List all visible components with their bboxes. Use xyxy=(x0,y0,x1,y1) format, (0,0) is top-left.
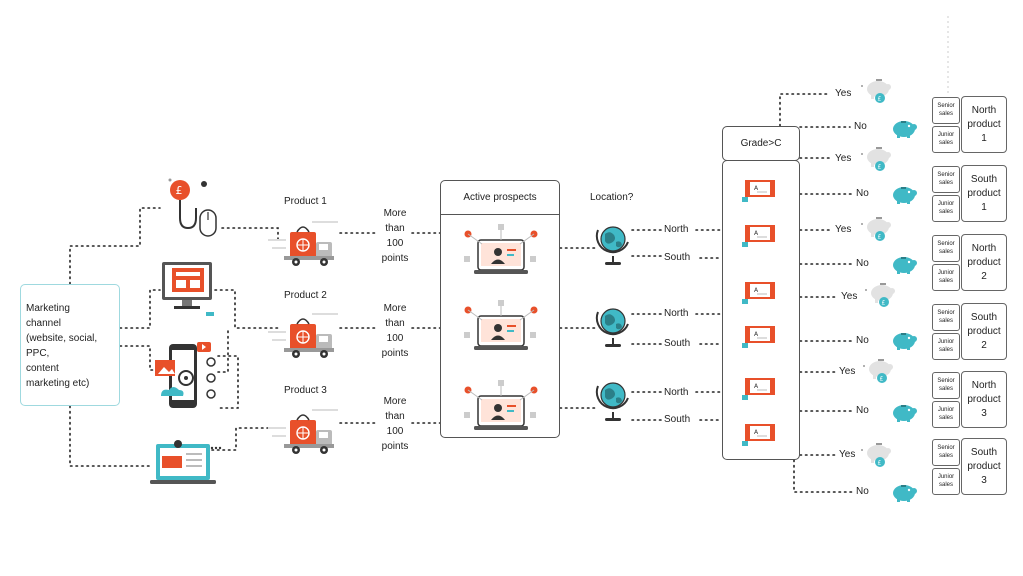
decision-yes: Yes xyxy=(839,366,856,377)
product-1-label: Product 1 xyxy=(284,196,327,207)
region-south-3: South xyxy=(664,414,691,425)
piggy-bank-yes-6-icon xyxy=(861,443,891,467)
piggy-bank-yes-1-icon xyxy=(861,79,891,103)
marketing-channel-line: marketing etc) xyxy=(26,378,90,389)
product-1-criteria: More than 100 points xyxy=(375,206,415,266)
svg-text:£: £ xyxy=(176,184,183,197)
active-prospects-column: Active prospects xyxy=(440,180,560,438)
criteria-word: than xyxy=(385,411,405,422)
region-south-1: South xyxy=(664,252,691,263)
piggy-bank-no-4-icon xyxy=(893,333,917,350)
criteria-word: points xyxy=(381,441,409,452)
decision-no: No xyxy=(856,486,869,497)
globe-3-icon xyxy=(595,382,629,422)
product-3-truck-icon xyxy=(267,409,339,455)
criteria-word: than xyxy=(385,318,405,329)
marketing-channel-line: (website, social, xyxy=(26,333,98,344)
region-south-2: South xyxy=(664,338,691,349)
active-prospects-title: Active prospects xyxy=(441,181,559,215)
decision-no: No xyxy=(854,121,867,132)
globe-1-icon xyxy=(595,226,629,266)
piggy-bank-yes-2-icon xyxy=(861,147,891,171)
piggy-bank-no-6-icon xyxy=(893,485,917,502)
piggy-bank-yes-4-icon xyxy=(865,283,895,307)
marketing-channel-line: Marketing xyxy=(26,303,70,314)
decision-no: No xyxy=(856,405,869,416)
email-marketing-icon: £ xyxy=(168,178,217,237)
product-2-criteria: More than 100 points xyxy=(375,301,415,361)
grade-column xyxy=(722,160,800,460)
product-2-label: Product 2 xyxy=(284,290,327,301)
decision-no: No xyxy=(856,188,869,199)
piggy-bank-yes-5-icon xyxy=(863,359,893,383)
criteria-word: than xyxy=(385,223,405,234)
criteria-word: More xyxy=(383,396,407,407)
piggy-bank-no-2-icon xyxy=(893,187,917,204)
decision-no: No xyxy=(856,335,869,346)
criteria-word: 100 xyxy=(386,238,404,249)
product-3-criteria: More than 100 points xyxy=(375,394,415,454)
marketing-channel-box: Marketing channel (website, social, PPC,… xyxy=(20,284,120,406)
piggy-bank-no-3-icon xyxy=(893,257,917,274)
content-laptop-icon xyxy=(150,440,222,484)
marketing-channel-line: content xyxy=(26,363,59,374)
connector-lines xyxy=(69,93,853,493)
location-question: Location? xyxy=(590,192,634,203)
marketing-channel-line: PPC, xyxy=(26,348,50,359)
criteria-word: points xyxy=(381,348,409,359)
region-north-3: North xyxy=(664,387,689,398)
decision-no: No xyxy=(856,258,869,269)
criteria-word: More xyxy=(383,303,407,314)
decision-yes: Yes xyxy=(841,291,858,302)
website-monitor-icon xyxy=(162,262,214,316)
criteria-word: More xyxy=(383,208,407,219)
criteria-word: 100 xyxy=(386,333,404,344)
product-3-label: Product 3 xyxy=(284,385,327,396)
globe-2-icon xyxy=(595,308,629,348)
piggy-bank-yes-3-icon xyxy=(861,217,891,241)
grade-title: Grade>C xyxy=(722,126,800,161)
criteria-word: 100 xyxy=(386,426,404,437)
product-2-truck-icon xyxy=(267,313,339,359)
decision-yes: Yes xyxy=(835,224,852,235)
marketing-channel-line: channel xyxy=(26,318,62,329)
piggy-bank-no-1-icon xyxy=(893,121,917,138)
decision-yes: Yes xyxy=(839,449,856,460)
social-media-phone-icon xyxy=(155,342,216,408)
decision-yes: Yes xyxy=(835,88,852,99)
region-north-1: North xyxy=(664,224,689,235)
criteria-word: points xyxy=(381,253,409,264)
piggy-bank-no-5-icon xyxy=(893,405,917,422)
decision-yes: Yes xyxy=(835,153,852,164)
region-north-2: North xyxy=(664,308,689,319)
